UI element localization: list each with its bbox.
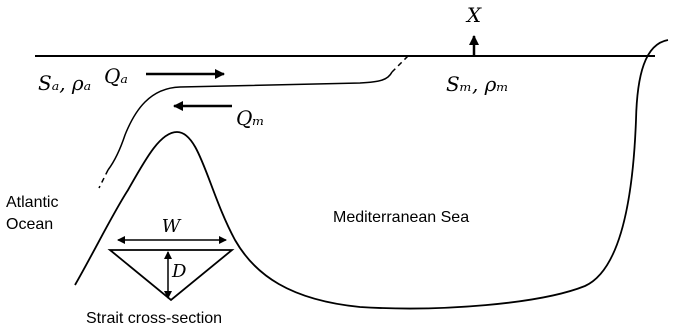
width-label: W [162,216,182,237]
interface-dashed-lower [98,169,109,189]
depth-label: D [171,261,187,282]
mediterranean-sea-label: Mediterranean Sea [333,209,469,226]
outflow-label: Qₘ [236,106,265,130]
export-label: X [465,3,482,27]
atlantic-properties: Sₐ, ρₐ [38,71,91,95]
atlantic-ocean-line1: Atlantic [6,194,58,211]
atlantic-ocean-line2: Ocean [6,216,53,233]
strait-cross-section-triangle [107,249,235,302]
inflow-label: Qₐ [104,64,128,88]
sill-profile [74,39,669,310]
interface-dashed-upper [391,55,409,73]
atlantic-ocean-label: Atlantic Ocean [6,194,63,233]
cross-section-caption: Strait cross-section [86,310,222,327]
interface-line [107,71,393,171]
mediterranean-properties: Sₘ, ρₘ [446,72,509,96]
